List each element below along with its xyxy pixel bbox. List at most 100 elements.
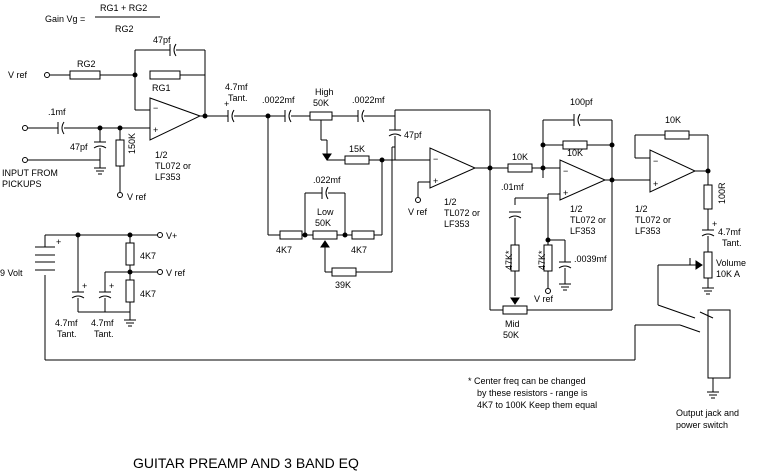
volume-val: 10K A [716,269,740,279]
opamp-2 [429,147,477,189]
opamp-4-part: TL072 or [635,215,671,225]
r10k-out-label: 10K [665,115,681,125]
resistor-39k [331,267,357,277]
svg-text:+: + [433,176,438,186]
gain-denominator: RG2 [115,24,134,34]
nine-volt-label: 9 Volt [0,268,23,278]
opamp-2-half: 1/2 [444,197,457,207]
c47pf-label: 47pf [404,130,422,140]
svg-text:−: − [563,166,568,176]
vref-label-1: V ref [8,70,28,80]
r39k-label: 39K [335,280,351,290]
vref-label-4: V ref [534,294,554,304]
input-label-2: PICKUPS [2,179,42,189]
opamp-2-alt: LF353 [444,219,470,229]
mid-label: Mid [505,319,520,329]
gain-lhs: Gain Vg = [45,14,85,24]
opamp-4-half: 1/2 [635,204,648,214]
opamp-1-half: 1/2 [155,150,168,160]
resistor-4k7-supply-a [125,242,135,266]
low-pot-label: 50K [315,218,331,228]
r100-label: 100R [717,182,727,204]
c1out-label: 4.7mf [225,82,248,92]
r4k7-supply-b-label: 4K7 [140,289,156,299]
svg-text:+: + [563,188,568,198]
opamp-3-half: 1/2 [570,204,583,214]
jack-label-1: Output jack and [676,408,739,418]
r4k7b-label: 4K7 [351,245,367,255]
resistor-4k7-supply-b [125,279,135,303]
vref-terminal-1 [44,72,50,78]
cin-label: .1mf [48,107,66,117]
resistor-100r [703,184,713,210]
cap-supply-a-label: 4.7mf [55,318,78,328]
opamp-4-alt: LF353 [635,226,661,236]
rg2-label: RG2 [77,59,96,69]
vplus-label: V+ [166,231,177,241]
svg-text:+: + [653,179,658,189]
volume-label: Volume [716,258,746,268]
r10k-in-label: 10K [512,152,528,162]
cap-supply-a-type: Tant. [57,329,77,339]
c1out-type: Tant. [228,93,248,103]
r150k-label: 150K [127,133,137,154]
resistor-rg1 [149,70,181,80]
opamp-4 [649,149,697,193]
opamp-1-part: TL072 or [155,161,191,171]
opamp-3-part: TL072 or [570,215,606,225]
resistor-4k7-b [351,230,375,240]
r4k7-supply-a-label: 4K7 [140,251,156,261]
vref-label-2: V ref [127,192,147,202]
c100pf-label: 100pf [570,97,593,107]
cap-supply-b-label: 4.7mf [91,318,114,328]
cout-label: 4.7mf [718,227,741,237]
resistor-4k7-a [279,230,303,240]
svg-text:−: − [653,156,658,166]
c-high-a-label: .0022mf [262,95,295,105]
note-line-1: * Center freq can be changed [468,376,586,386]
resistor-rg2 [69,70,101,80]
pot-high [309,111,333,121]
svg-text:+: + [224,99,229,109]
vref-label-5: V ref [166,268,186,278]
r4k7a-label: 4K7 [276,245,292,255]
rg1-label: RG1 [152,83,171,93]
svg-text:−: − [153,103,158,113]
input-terminal-2 [22,157,28,163]
resistor-10k-out [664,130,690,140]
c01-label: .01mf [501,182,524,192]
svg-text:+: + [109,281,114,291]
svg-text:+: + [712,219,717,229]
c-high-b-label: .0022mf [352,95,385,105]
jack-label-2: power switch [676,420,728,430]
pot-volume [703,251,713,279]
cfb-label: 47pf [153,35,171,45]
pot-low [312,230,338,240]
diagram-title: GUITAR PREAMP AND 3 BAND EQ [133,455,359,471]
opamp-1-alt: LF353 [155,172,181,182]
resistor-15k [344,155,370,165]
opamp-1 [149,97,202,141]
high-label: High [315,87,334,97]
pot-mid [502,305,528,315]
resistor-10k-in [507,163,533,173]
high-pot-label: 50K [313,98,329,108]
svg-text:−: − [433,154,438,164]
vref-label-3: V ref [408,207,428,217]
r15k-label: 15K [349,144,365,154]
low-label: Low [317,207,334,217]
note-line-3: 4K7 to 100K Keep them equal [477,400,597,410]
opamp-2-part: TL072 or [444,208,480,218]
cshunt-label: 47pf [70,142,88,152]
svg-text:+: + [56,237,61,247]
svg-text:+: + [153,125,158,135]
r47k-a-label: 47K* [504,250,514,270]
input-label-1: INPUT FROM [2,168,58,178]
c-low-label: .022mf [313,175,341,185]
opamp-3-alt: LF353 [570,226,596,236]
svg-text:+: + [82,281,87,291]
r47k-b-label: 47K* [537,250,547,270]
output-jack [707,309,731,379]
opamp-3 [559,159,607,201]
